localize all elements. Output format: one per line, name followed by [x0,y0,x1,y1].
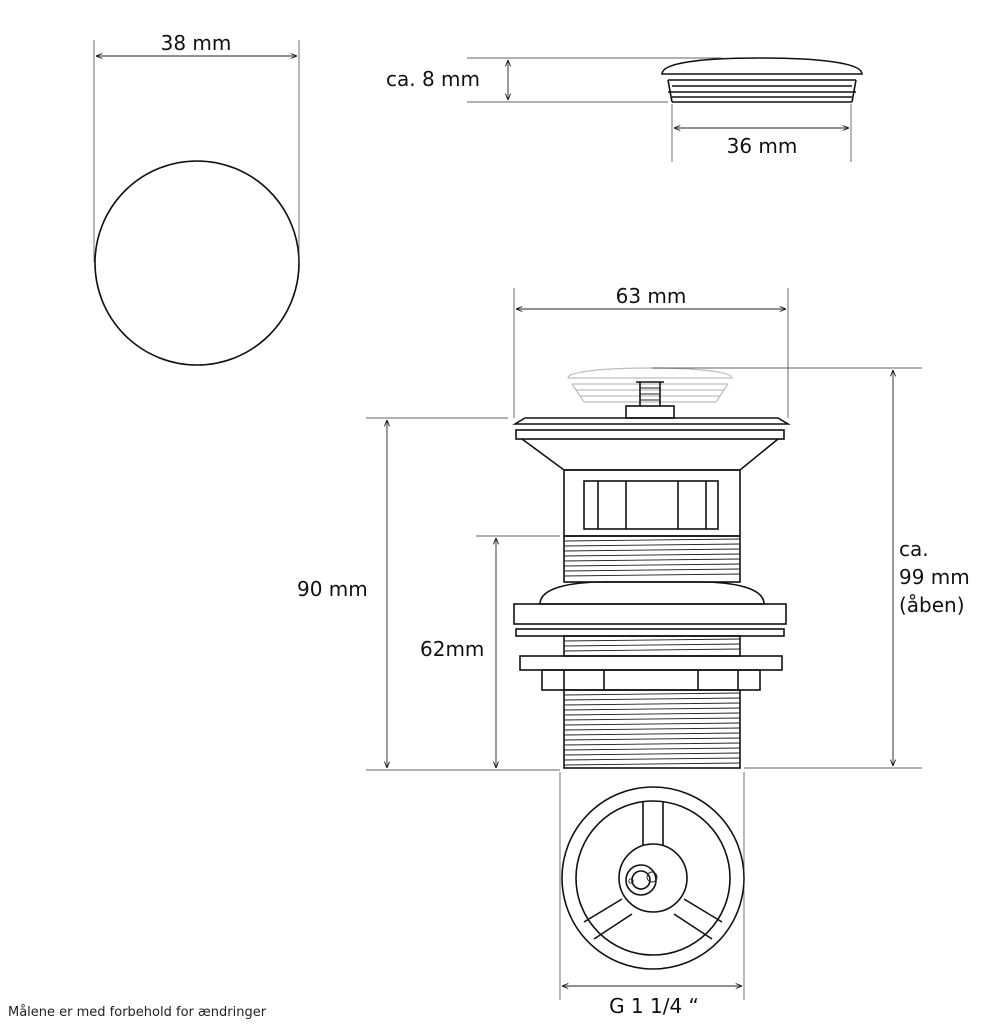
spoke-top [642,802,664,845]
open-height-label-line1: ca. [899,537,929,561]
open-height-label-line2: 99 mm [899,565,970,589]
cap-diameter-label: 38 mm [161,31,232,55]
washer-middle [515,628,785,637]
hub [618,843,688,913]
spoke-left [583,898,633,940]
upper-thread [563,535,741,583]
open-cap-ghost [567,367,733,403]
outer-ring [561,786,745,970]
lock-nut [519,655,783,671]
footer-note: Målene er med forbehold for ændringer [8,1005,267,1020]
flange-width-label: 63 mm [616,284,687,308]
cap-width-label: 36 mm [727,134,798,158]
cap-circle [94,160,300,366]
drain-side-view: 63 mm 90 mm 62mm ca. 99 mm (åben) [297,284,970,771]
cap-height-label: ca. 8 mm [386,67,480,91]
flange [515,429,785,440]
drain-body [563,469,741,537]
drain-bottom-view: G 1 1/4 “ [559,772,745,1018]
washer-upper [513,603,787,625]
lower-thread [563,689,741,769]
thread-size-label: G 1 1/4 “ [609,994,699,1018]
open-height-label-line3: (åben) [899,593,965,617]
cap-side-view: ca. 8 mm 36 mm [386,57,863,162]
closed-cap [512,417,791,425]
thread-height-label: 62mm [420,637,484,661]
cap-dome [661,57,863,75]
middle-thread [563,635,741,657]
dome-washer [539,581,765,605]
spoke-right [673,898,723,940]
cap-top-view: 38 mm [93,31,300,366]
total-height-label: 90 mm [297,577,368,601]
